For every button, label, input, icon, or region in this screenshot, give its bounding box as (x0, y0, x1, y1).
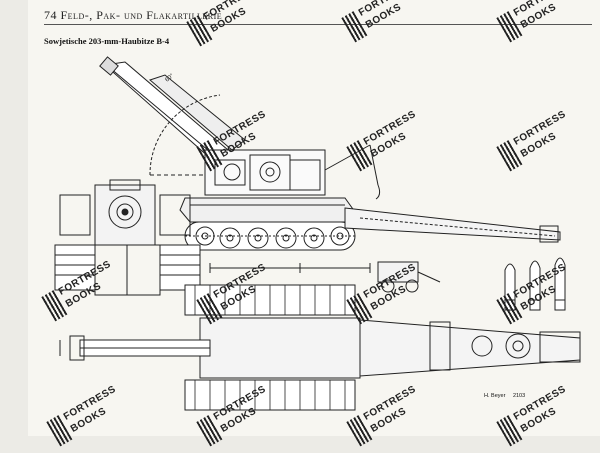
front-view (54, 179, 201, 296)
section-title: Feld-, Pak- und Flakartillerie (60, 8, 223, 22)
credit-number: 2103 (512, 393, 526, 399)
ammunition-views (504, 257, 566, 311)
header-rule (44, 24, 592, 25)
limber-view (377, 261, 441, 293)
credit-author: H. Beyer (484, 393, 506, 399)
road-wheels (195, 226, 350, 249)
top-view (59, 284, 581, 411)
figure-caption: Sowjetische 203-mm-Haubitze B-4 (44, 36, 170, 46)
page-header: 74 Feld-, Pak- und Flakartillerie (44, 8, 222, 23)
page-number: 74 (44, 8, 57, 22)
howitzer-technical-drawing: 60° (54, 56, 581, 411)
angle-label: 60° (164, 73, 175, 84)
drawing-credit: H. Beyer 2103 (484, 393, 525, 399)
side-view (99, 56, 561, 273)
